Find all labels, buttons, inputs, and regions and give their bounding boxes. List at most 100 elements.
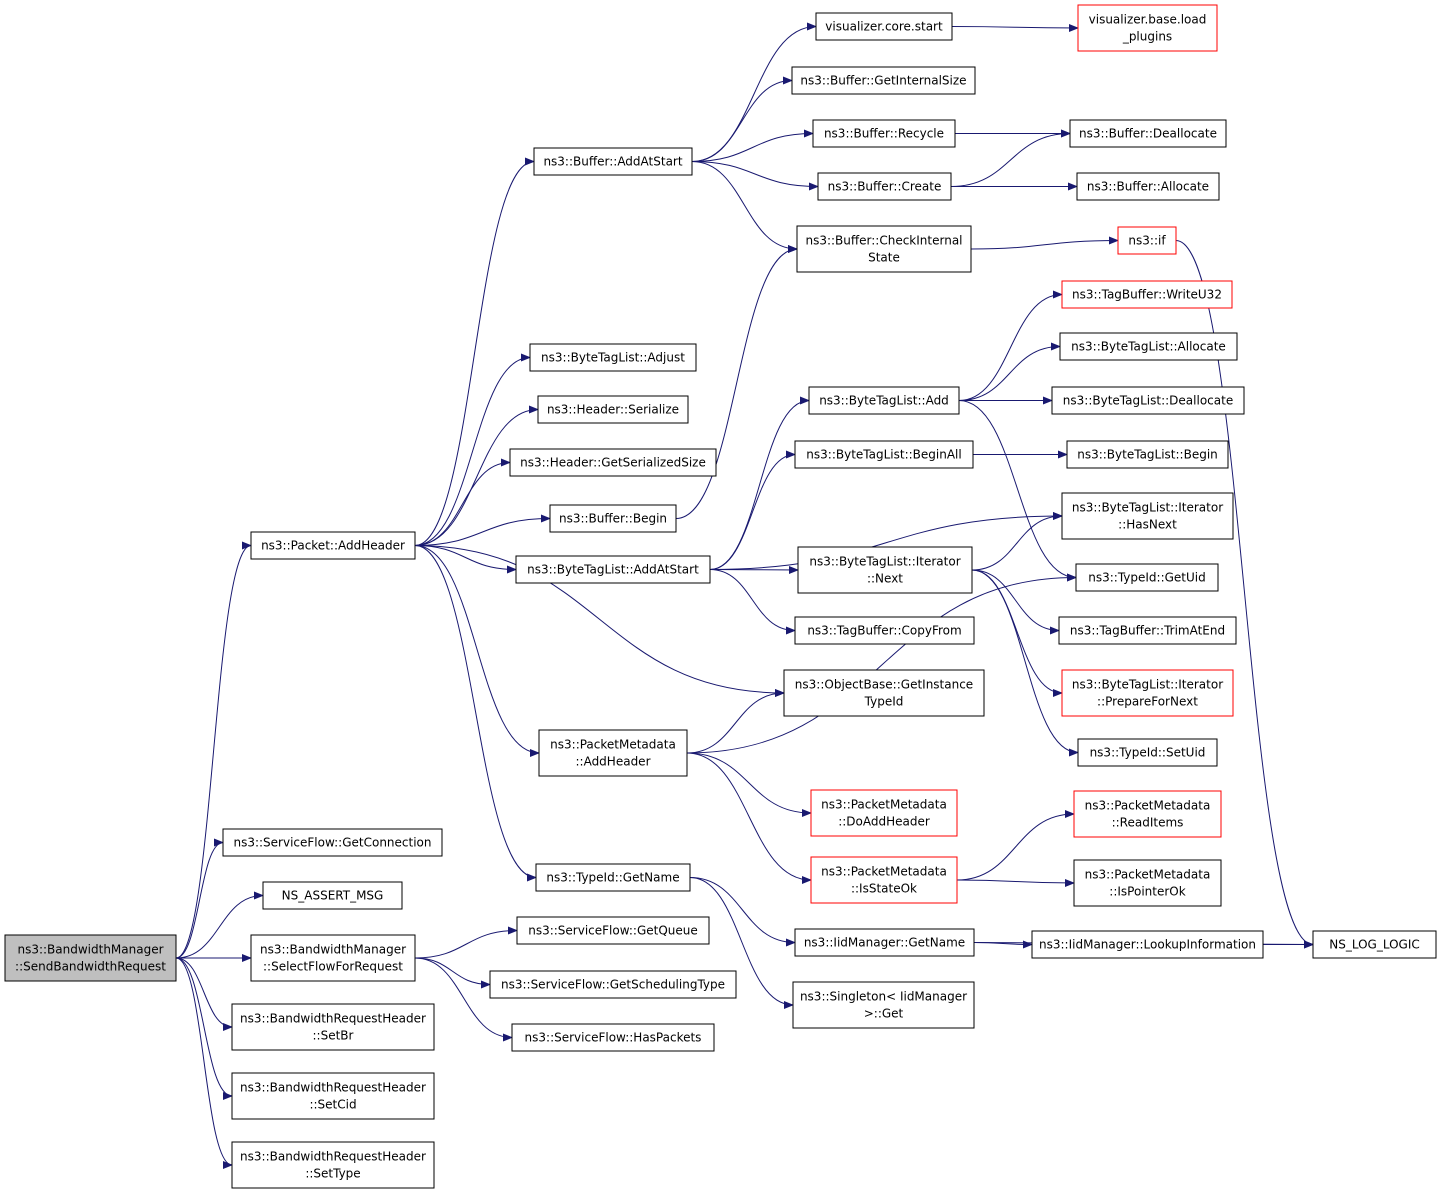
node-label: ns3::TypeId::GetName [546,871,679,885]
node-label: ns3::IidManager::LookupInformation [1039,938,1256,952]
node-selectflow[interactable]: ns3::BandwidthManager::SelectFlowForRequ… [250,934,416,982]
node-bufaddatstart[interactable]: ns3::Buffer::AddAtStart [533,147,693,176]
node-btladdatstart[interactable]: ns3::ByteTagList::AddAtStart [515,555,711,584]
node-label: TypeId [864,695,904,709]
node-bufcreate[interactable]: ns3::Buffer::Create [817,172,952,201]
node-ithasnext[interactable]: ns3::ByteTagList::Iterator::HasNext [1061,492,1234,540]
node-vizload[interactable]: visualizer.base.load_plugins [1077,4,1218,52]
node-bufbegin[interactable]: ns3::Buffer::Begin [549,504,677,533]
node-bufalloc[interactable]: ns3::Buffer::Allocate [1076,172,1220,201]
node-label: ns3::PacketMetadata [821,865,947,879]
node-box [511,1023,715,1052]
edge-btladd-to-tbwriteu32 [958,290,1063,401]
node-typeidgetuid[interactable]: ns3::TypeId::GetUid [1075,563,1219,592]
node-box [535,863,691,892]
node-addheader[interactable]: ns3::Packet::AddHeader [250,531,416,560]
edge-bufaddatstart-to-bufrecycle [691,129,814,162]
node-btlalloc[interactable]: ns3::ByteTagList::Allocate [1059,332,1238,361]
node-pmreaditems[interactable]: ns3::PacketMetadata::ReadItems [1073,790,1222,838]
node-setbr[interactable]: ns3::BandwidthRequestHeader::SetBr [231,1003,435,1051]
node-sfgetqueue[interactable]: ns3::ServiceFlow::GetQueue [516,916,710,945]
node-btlbeginall[interactable]: ns3::ByteTagList::BeginAll [794,440,974,469]
node-pmdoadd[interactable]: ns3::PacketMetadata::DoAddHeader [810,789,958,837]
node-itnext[interactable]: ns3::ByteTagList::Iterator::Next [797,546,973,594]
node-label: ::SetBr [313,1029,354,1043]
node-pmaddheader[interactable]: ns3::PacketMetadata::AddHeader [538,729,688,777]
node-label: ns3::TypeId::GetUid [1088,571,1206,585]
edge-root-to-settype [175,957,233,1169]
edge-addheader-to-objgetinst [414,545,785,697]
node-box [817,172,952,201]
node-sfgetsched[interactable]: ns3::ServiceFlow::GetSchedulingType [489,970,737,999]
node-bufrecycle[interactable]: ns3::Buffer::Recycle [812,119,956,148]
node-box [1069,119,1227,148]
node-label: ns3::ServiceFlow::GetQueue [528,924,698,938]
node-label: ns3::ByteTagList::Iterator [1072,678,1223,692]
node-label: _plugins [1122,30,1172,44]
node-label: ns3::PacketMetadata [1085,799,1211,813]
node-iidgetname[interactable]: ns3::IidManager::GetName [794,928,975,957]
node-settype[interactable]: ns3::BandwidthRequestHeader::SetType [231,1141,435,1189]
node-box [815,12,953,41]
node-btlbegin[interactable]: ns3::ByteTagList::Begin [1066,440,1229,469]
node-itprepare[interactable]: ns3::ByteTagList::Iterator::PrepareForNe… [1061,669,1234,717]
node-box [794,440,974,469]
node-pmisstateok[interactable]: ns3::PacketMetadata::IsStateOk [810,856,958,904]
node-label: ns3::ByteTagList::Iterator [809,555,960,569]
node-box [1058,616,1237,645]
node-singleton[interactable]: ns3::Singleton< IidManager>::Get [792,981,975,1029]
node-label: ::DoAddHeader [838,815,930,829]
node-hdrgetsize[interactable]: ns3::Header::GetSerializedSize [509,448,717,477]
node-tbtrim[interactable]: ns3::TagBuffer::TrimAtEnd [1058,616,1237,645]
node-tbcopyfrom[interactable]: ns3::TagBuffer::CopyFrom [794,616,975,645]
node-iidlookup[interactable]: ns3::IidManager::LookupInformation [1031,930,1264,959]
node-box [515,555,711,584]
edge-btladdatstart-to-ithasnext [709,512,1063,570]
node-label: ns3::PacketMetadata [1085,868,1211,882]
node-btldealloc[interactable]: ns3::ByteTagList::Deallocate [1051,386,1245,415]
node-nslog[interactable]: NS_LOG_LOGIC [1312,930,1437,959]
node-box [1312,930,1437,959]
node-btladd[interactable]: ns3::ByteTagList::Add [808,386,960,415]
node-label: ns3::ByteTagList::Add [819,394,949,408]
node-vizstart[interactable]: visualizer.core.start [815,12,953,41]
node-label: ns3::if [1128,234,1166,248]
node-sfhaspackets[interactable]: ns3::ServiceFlow::HasPackets [511,1023,715,1052]
node-typeidsetuid[interactable]: ns3::TypeId::SetUid [1077,738,1218,767]
edge-addheader-to-hdrserialize [414,405,539,546]
node-bufdealloc[interactable]: ns3::Buffer::Deallocate [1069,119,1227,148]
edge-bufcreate-to-bufdealloc [950,129,1071,187]
node-assertmsg[interactable]: NS_ASSERT_MSG [262,881,403,910]
node-label: ::HasNext [1118,518,1177,532]
node-label: ns3::PacketMetadata [821,798,947,812]
edge-root-to-setcid [175,957,233,1100]
node-label: ns3::ByteTagList::BeginAll [806,448,961,462]
node-root[interactable]: ns3::BandwidthManager::SendBandwidthRequ… [4,934,177,982]
node-pmispointerok[interactable]: ns3::PacketMetadata::IsPointerOk [1073,859,1222,907]
node-bufgetinternal[interactable]: ns3::Buffer::GetInternalSize [791,66,976,95]
edge-btladd-to-typeidgetuid [958,400,1077,582]
node-setcid[interactable]: ns3::BandwidthRequestHeader::SetCid [231,1072,435,1120]
node-label: ns3::ByteTagList::Begin [1077,448,1218,462]
node-label: ns3::PacketMetadata [550,738,676,752]
node-box [533,147,693,176]
node-btladjust[interactable]: ns3::ByteTagList::Adjust [529,343,697,372]
node-box [1077,738,1218,767]
node-box [509,448,717,477]
node-tbwriteu32[interactable]: ns3::TagBuffer::WriteU32 [1061,280,1233,309]
node-label: ns3::Buffer::Allocate [1087,180,1209,194]
node-label: ns3::TagBuffer::TrimAtEnd [1070,624,1225,638]
node-typeidgetname[interactable]: ns3::TypeId::GetName [535,863,691,892]
edge-root-to-getconn [175,838,224,959]
edge-bufaddatstart-to-bufgetinternal [691,76,793,162]
edge-itnext-to-itprepare [971,569,1063,697]
node-box [783,669,985,717]
node-nsif[interactable]: ns3::if [1117,226,1177,255]
edge-btladdatstart-to-itnext [709,565,799,574]
edge-selectflow-to-sfgetsched [414,957,491,989]
node-box [537,395,689,424]
node-hdrserialize[interactable]: ns3::Header::Serialize [537,395,689,424]
node-getconn[interactable]: ns3::ServiceFlow::GetConnection [222,828,443,857]
